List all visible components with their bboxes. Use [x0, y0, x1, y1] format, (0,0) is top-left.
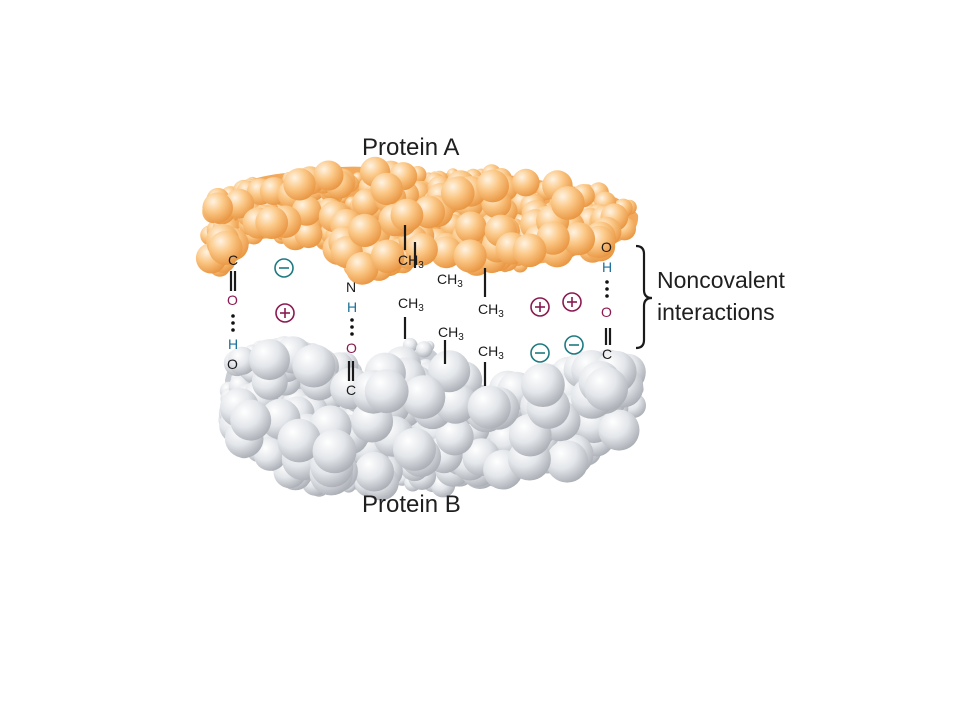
hbond-left-donor-oxygen: O [227, 356, 238, 372]
hbond-left-acceptor-oxygen: O [227, 292, 238, 308]
protein-a-atom-sphere [313, 160, 344, 191]
interactions-bracket [635, 244, 653, 350]
protein-a-atom-sphere [370, 172, 403, 206]
protein-b-atom-sphere [364, 369, 409, 414]
bracket-label-line1: Noncovalent [657, 267, 785, 293]
negative-charge [274, 258, 294, 278]
protein-b-atom-sphere [249, 339, 290, 381]
negative-charge [564, 335, 584, 355]
hbond-mid-carbon: C [346, 382, 357, 398]
protein-a-atom-sphere [283, 168, 316, 201]
bond-lines [229, 225, 612, 386]
protein-a-atom-sphere [370, 239, 405, 274]
hbond-right-carbon: C [602, 346, 613, 362]
protein-b-atom-sphere [227, 346, 256, 375]
bracket-label-line2: interactions [657, 299, 775, 325]
methyl-group: CH3 [478, 301, 504, 320]
methyl-group: CH3 [438, 324, 464, 343]
hbond-mid-nitrogen: N [346, 279, 357, 295]
methyl-group: CH3 [478, 343, 504, 362]
protein-b-atom-sphere [393, 427, 436, 471]
protein-b-surface [218, 336, 647, 501]
protein-a-atom-sphere [455, 211, 487, 244]
hbond-right-acceptor-oxygen: O [601, 304, 612, 320]
protein-b-atom-sphere [521, 363, 565, 407]
methyl-group: CH3 [398, 295, 424, 314]
protein-a-atom-sphere [208, 230, 243, 265]
protein-b-atom-sphere [354, 451, 395, 492]
hbond-mid-oxygen: O [346, 340, 357, 356]
protein-b-atom-sphere [277, 418, 322, 463]
protein-a-atom-sphere [512, 233, 547, 268]
positive-charge [275, 303, 295, 323]
protein-b-atom-sphere [434, 381, 477, 424]
negative-charge [530, 343, 550, 363]
protein-b-atom-sphere [312, 429, 357, 474]
hbond-left-hydrogen: H [228, 336, 239, 352]
protein-b-atom-sphere [584, 366, 629, 411]
protein-b-atom-sphere [598, 409, 640, 451]
protein-b-atom-sphere [401, 375, 446, 419]
protein-a-atom-sphere [562, 222, 596, 256]
protein-a-atom-sphere [512, 168, 540, 197]
protein-a-atom-sphere [390, 198, 424, 232]
positive-charge [562, 292, 582, 312]
protein-a-atom-sphere [550, 186, 585, 220]
positive-charge [530, 297, 550, 317]
protein-a-atom-sphere [345, 252, 379, 285]
methyl-group: CH3 [437, 271, 463, 290]
protein-b-atom-sphere [435, 417, 474, 456]
protein-a-atom-sphere [441, 176, 475, 211]
protein-a-atom-sphere [348, 213, 382, 247]
protein-a-label: Protein A [362, 134, 460, 161]
methyl-group: CH3 [398, 252, 424, 271]
ionic-charges [274, 258, 584, 363]
protein-b-atom-sphere [467, 385, 511, 429]
hbond-mid-hydrogen: H [347, 299, 358, 315]
hydrogen-bond-dots [231, 280, 609, 336]
protein-a-atom-sphere [405, 233, 438, 266]
protein-a-atom-sphere [294, 220, 323, 249]
protein-b-atom-sphere [292, 344, 336, 388]
hbond-left-carbon: C [228, 252, 239, 268]
hbond-right-donor-oxygen: O [601, 239, 612, 255]
protein-a-atom-sphere [453, 239, 487, 273]
protein-a-atom-sphere [476, 169, 509, 203]
protein-b-atom-sphere [415, 341, 433, 358]
protein-a-surface [195, 156, 639, 285]
protein-a-atom-sphere [255, 206, 289, 240]
protein-b-label: Protein B [362, 491, 461, 518]
hbond-right-hydrogen: H [602, 259, 613, 275]
protein-b-atom-sphere [546, 440, 589, 483]
protein-a-atom-sphere [202, 192, 233, 223]
protein-b-atom-sphere [230, 399, 272, 441]
